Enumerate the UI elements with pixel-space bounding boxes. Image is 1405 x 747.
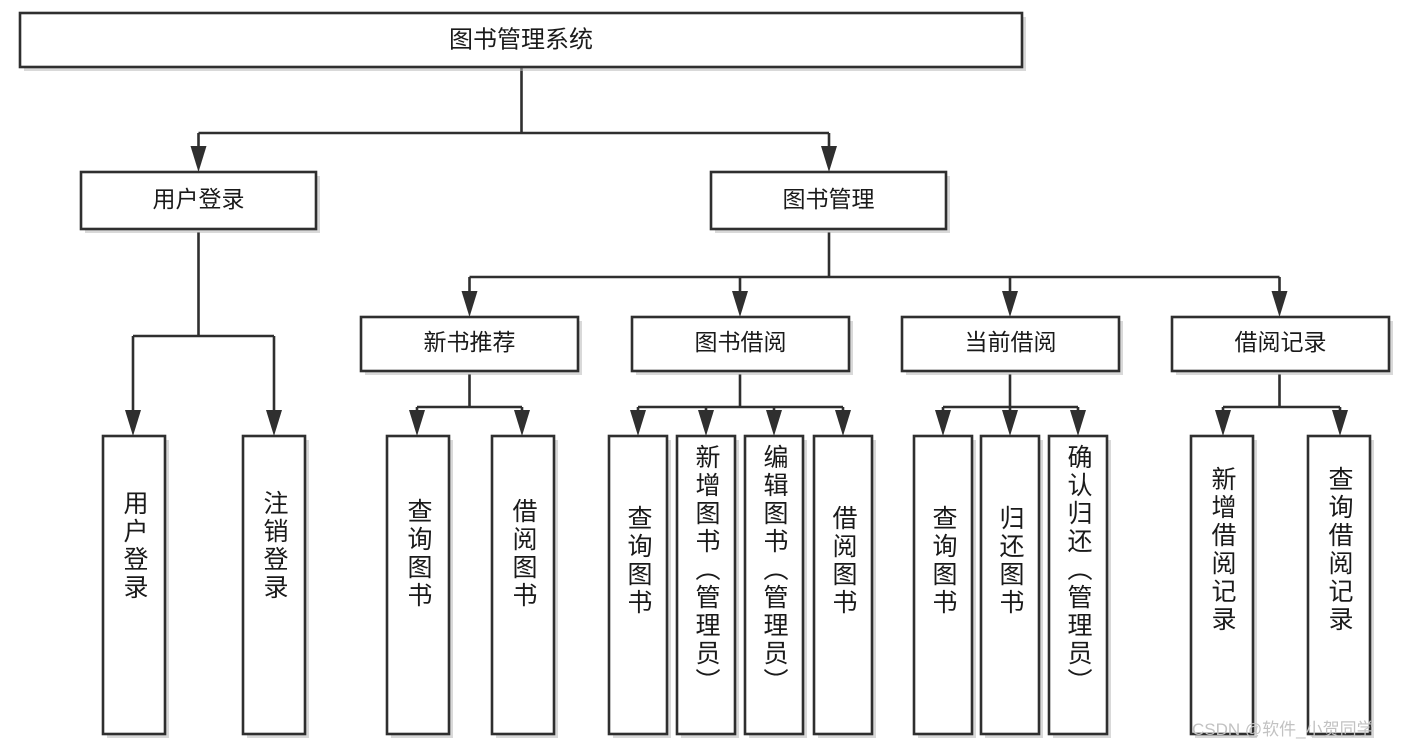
arrowhead-leaf-query-book-1 xyxy=(409,410,425,436)
node-leaf-confirm-return[interactable] xyxy=(1047,434,1111,738)
node-current-borrow[interactable]: 当前借阅 xyxy=(900,315,1123,375)
arrowhead-leaf-edit-book xyxy=(766,410,782,436)
arrowhead-leaf-query-book-2 xyxy=(630,410,646,436)
node-leaf-user-login[interactable] xyxy=(101,434,169,738)
arrowhead-leaf-add-book xyxy=(698,410,714,436)
node-book-borrow-label: 图书借阅 xyxy=(695,329,787,355)
node-leaf-query-book-3[interactable] xyxy=(912,434,976,738)
arrowhead-current-borrow xyxy=(1002,291,1018,317)
node-root[interactable]: 图书管理系统 xyxy=(18,11,1026,71)
node-current-borrow-label: 当前借阅 xyxy=(965,329,1057,355)
node-leaf-edit-book[interactable] xyxy=(743,434,807,738)
arrowhead-leaf-add-record xyxy=(1215,410,1231,436)
node-borrow-record-label: 借阅记录 xyxy=(1235,329,1327,355)
arrowhead-leaf-query-record xyxy=(1332,410,1348,436)
node-book-manage[interactable]: 图书管理 xyxy=(709,170,950,233)
node-leaf-return-book[interactable] xyxy=(979,434,1043,738)
node-new-book-recommend-label: 新书推荐 xyxy=(424,329,516,355)
node-book-borrow[interactable]: 图书借阅 xyxy=(630,315,853,375)
arrowhead-leaf-borrow-book-2 xyxy=(835,410,851,436)
node-new-book-recommend[interactable]: 新书推荐 xyxy=(359,315,582,375)
arrowhead-user-login xyxy=(190,146,207,172)
edge-layer xyxy=(125,67,1348,436)
arrowhead-new-book-recommend xyxy=(461,291,478,317)
node-root-label: 图书管理系统 xyxy=(449,26,593,53)
node-leaf-borrow-book-2[interactable] xyxy=(812,434,876,738)
arrowhead-leaf-user-login xyxy=(125,410,141,436)
arrowhead-book-manage xyxy=(821,146,837,172)
node-leaf-query-record[interactable] xyxy=(1306,434,1374,738)
arrowhead-leaf-user-logout xyxy=(266,410,282,436)
node-user-login[interactable]: 用户登录 xyxy=(79,170,320,233)
arrowhead-leaf-borrow-book-1 xyxy=(514,410,530,436)
node-leaf-add-record[interactable] xyxy=(1189,434,1257,738)
arrowhead-borrow-record xyxy=(1271,291,1288,317)
arrowhead-leaf-return-book xyxy=(1002,410,1018,436)
node-layer: 图书管理系统 用户登录 图书管理 新书推荐 xyxy=(18,11,1393,738)
arrowhead-leaf-query-book-3 xyxy=(935,410,951,436)
node-leaf-query-book-2[interactable] xyxy=(607,434,671,738)
node-leaf-query-book-1[interactable] xyxy=(385,434,453,738)
arrowhead-leaf-confirm-return xyxy=(1070,410,1086,436)
node-book-manage-label: 图书管理 xyxy=(783,186,875,212)
node-user-login-label: 用户登录 xyxy=(153,186,245,212)
arrowhead-book-borrow xyxy=(732,291,748,317)
node-leaf-add-book[interactable] xyxy=(675,434,739,738)
node-leaf-user-logout[interactable] xyxy=(241,434,309,738)
node-borrow-record[interactable]: 借阅记录 xyxy=(1170,315,1393,375)
node-leaf-borrow-book-1[interactable] xyxy=(490,434,558,738)
